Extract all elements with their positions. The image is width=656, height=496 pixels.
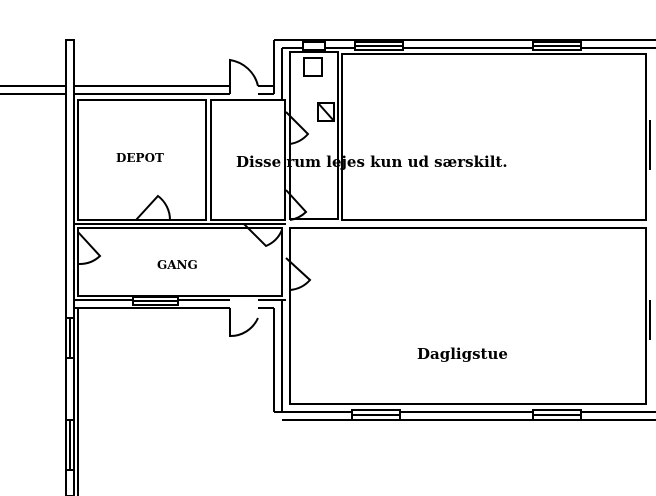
- top-left-wall: [0, 85, 274, 95]
- lower-left-wall: [65, 308, 79, 496]
- rental-note: Disse rum lejes kun ud særskilt.: [236, 153, 508, 171]
- dagligstue-room: [273, 227, 656, 421]
- bathroom: [289, 51, 339, 220]
- gang-label: GANG: [157, 258, 198, 272]
- depot-room: [77, 99, 207, 221]
- dagligstue-label: Dagligstue: [417, 345, 508, 363]
- large-room-top: [341, 53, 651, 221]
- middle-room: [210, 99, 286, 221]
- depot-label: DEPOT: [116, 151, 164, 165]
- top-outer-wall: [273, 39, 656, 100]
- gang-corridor: [74, 223, 286, 309]
- door-swings: [77, 58, 312, 338]
- left-outer-wall: [65, 39, 75, 496]
